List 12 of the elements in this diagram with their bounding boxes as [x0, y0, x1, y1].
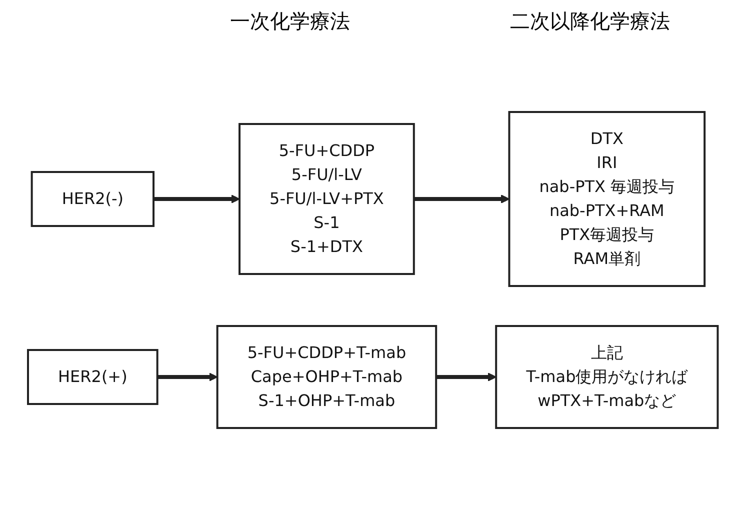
- arrow: [157, 372, 218, 382]
- arrow: [154, 194, 240, 204]
- column-heading: 二次以降化学療法: [510, 8, 670, 35]
- node-box: 上記 T-mab使用がなければ wPTX+T-mabなど: [495, 325, 719, 429]
- node-box: 5-FU+CDDP 5-FU/l-LV 5-FU/l-LV+PTX S-1 S-1+DTX: [238, 123, 416, 275]
- node-box: HER2(+): [27, 349, 158, 405]
- arrow: [414, 194, 510, 204]
- column-heading: 一次化学療法: [230, 8, 350, 35]
- node-box: HER2(-): [30, 171, 155, 227]
- node-box: 5-FU+CDDP+T-mab Cape+OHP+T-mab S-1+OHP+T-mab: [216, 325, 438, 429]
- arrow: [436, 372, 497, 382]
- node-box: DTX IRI nab-PTX 毎週投与 nab-PTX+RAM PTX毎週投与 RAM単剤: [508, 111, 706, 287]
